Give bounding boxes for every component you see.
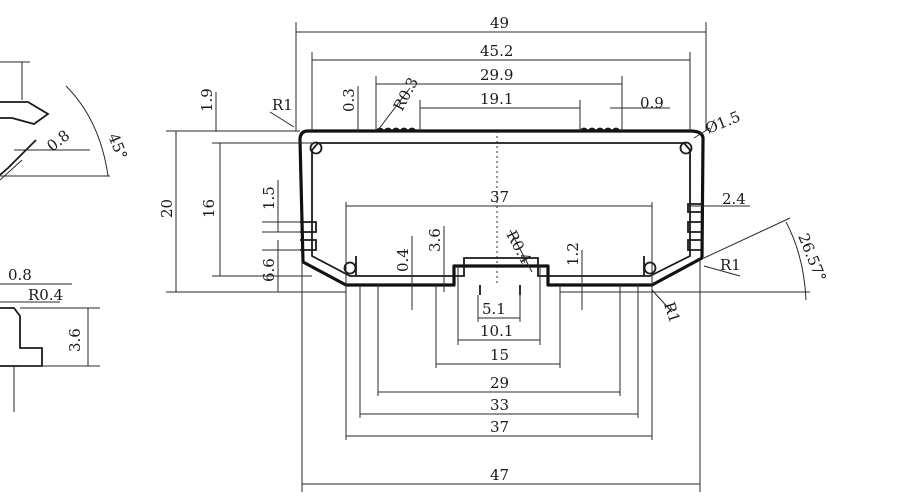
dim-slot-depth: 1.2 (564, 242, 582, 266)
detail-view-bottom-left: 0.8 R0.4 3.6 (0, 266, 100, 412)
dim-rail-height: 3.6 (426, 228, 444, 252)
extrusion-profile (298, 127, 705, 295)
dim-bottom-corner-radius: R1 (660, 300, 684, 325)
dim-foot-29: 29 (490, 374, 509, 392)
detail-radius-label: R0.4 (28, 286, 63, 304)
dim-rail-gap: 0.4 (394, 248, 412, 272)
dim-overall-bottom: 47 (490, 466, 509, 484)
dim-foot-37: 37 (490, 418, 509, 436)
dim-hole-dia: Ø1.5 (703, 107, 743, 137)
dim-inner-height: 16 (200, 199, 218, 218)
dim-slot-radius: R0.4 (502, 227, 534, 266)
dim-inner-span: 37 (490, 188, 509, 206)
inner-profile (311, 142, 691, 277)
dim-overall-width: 49 (490, 14, 509, 32)
detail-thickness-label: 0.8 (43, 126, 73, 155)
dim-foot-15: 15 (490, 346, 509, 364)
dim-right-corner-radius: R1 (720, 256, 741, 274)
dim-slot-inner: 5.1 (482, 300, 506, 318)
dim-rib-radius: R0.3 (390, 74, 422, 113)
outer-profile (298, 129, 705, 287)
dims-top: 49 45.2 29.9 19.1 0.9 0.3 R0.3 R1 Ø1.5 (269, 14, 743, 285)
rib-serration-left (375, 127, 417, 133)
dims-middle: 37 0.4 3.6 R0.4 1.2 (345, 188, 653, 440)
screw-channel-top-left (309, 141, 323, 155)
dim-lip: 1.9 (198, 88, 216, 112)
screw-channel-top-right (679, 141, 693, 155)
dim-slot-a: 1.5 (260, 186, 278, 210)
detail-angle-label: 45° (104, 131, 131, 162)
rib-serration-right (579, 127, 621, 133)
dim-rib-span: 29.9 (480, 66, 513, 84)
dim-slot-b: 6.6 (260, 258, 278, 282)
dim-height: 20 (158, 199, 176, 218)
dim-rib-inner: 19.1 (480, 90, 513, 108)
detail-view-top-left: 45° 0.8 (0, 61, 131, 181)
dim-foot-33: 33 (490, 396, 509, 414)
detail-height-label: 3.6 (66, 328, 84, 352)
screw-channel-bottom-right (643, 261, 657, 275)
dim-top-corner-radius: R1 (272, 96, 293, 114)
detail-thickness-b-label: 0.8 (8, 266, 32, 284)
dims-left: 20 16 1.9 1.5 6.6 (158, 88, 346, 293)
dim-slot-outer: 10.1 (480, 322, 513, 340)
dim-wall: 2.4 (722, 190, 746, 208)
dims-bottom: 5.1 10.1 15 29 33 37 47 R1 (301, 260, 701, 492)
dim-inner-width: 45.2 (480, 42, 513, 60)
dim-rib-depth: 0.3 (340, 88, 358, 112)
dim-rib-pitch: 0.9 (640, 94, 664, 112)
